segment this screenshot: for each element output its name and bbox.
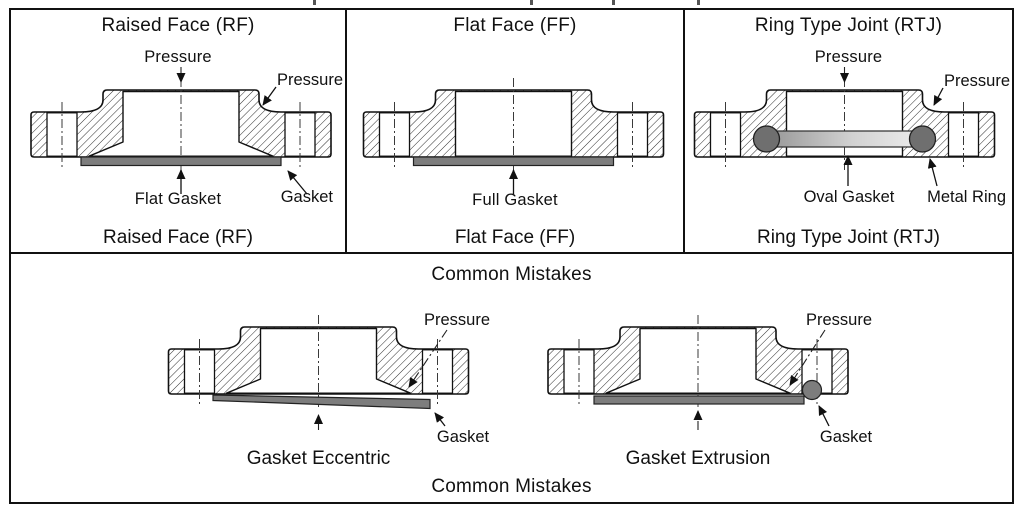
panel-divider — [683, 10, 685, 252]
descender-mark — [313, 0, 316, 5]
rf-title: Raised Face (RF) — [101, 15, 255, 36]
rtj-pressure-right-label: Pressure — [943, 72, 1010, 90]
extrusion-gasket-arrow — [818, 405, 830, 427]
common-mistakes-section: Common Mistakes Pressure Gasket Gasket E… — [11, 254, 1012, 502]
common-mistakes-title-top: Common Mistakes — [431, 264, 592, 285]
eccentric-caption: Gasket Eccentric — [246, 448, 391, 469]
eccentric-gasket-arrow — [434, 412, 446, 427]
rtj-metal-ring-bar — [755, 130, 934, 148]
outer-frame: Raised Face (RF) Pressure Pressure Flat … — [9, 8, 1014, 504]
extrusion-caption: Gasket Extrusion — [625, 448, 771, 469]
descender-mark — [530, 0, 533, 5]
section-divider — [11, 252, 1012, 254]
rtj-metal-ring-label: Metal Ring — [927, 188, 1006, 206]
rtj-pressure-right-arrow — [933, 87, 944, 106]
ff-flange-drawing — [347, 10, 683, 194]
panel-flat-face: Flat Face (FF) Full Gasket Flat Face (FF… — [347, 10, 683, 252]
rf-gasket-label: Gasket — [280, 188, 333, 206]
rf-caption: Raised Face (RF) — [103, 227, 253, 248]
ff-full-gasket-label: Full Gasket — [472, 191, 558, 209]
rtj-oval-gasket-label: Oval Gasket — [803, 188, 895, 206]
rtj-flange-drawing — [685, 67, 1012, 187]
rtj-oval-gasket-right — [908, 125, 937, 153]
rtj-pressure-top-label: Pressure — [814, 48, 883, 66]
extrusion-pressure-arrow — [789, 329, 826, 386]
ff-title: Flat Face (FF) — [453, 15, 577, 36]
panel-ring-type-joint: Ring Type Joint (RTJ) Pressure Pressure … — [685, 10, 1012, 252]
descender-mark — [697, 0, 700, 5]
rf-pressure-right-label: Pressure — [276, 71, 343, 89]
extrusion-gasket-label: Gasket — [819, 428, 873, 446]
rf-pressure-right-arrow — [262, 86, 277, 106]
panel-divider — [345, 10, 347, 252]
panel-raised-face: Raised Face (RF) Pressure Pressure Flat … — [11, 10, 345, 252]
rf-gasket-arrow — [287, 170, 308, 195]
ff-caption: Flat Face (FF) — [454, 227, 576, 248]
common-mistakes-title-bottom: Common Mistakes — [431, 476, 592, 497]
rtj-metal-ring-arrow — [927, 158, 938, 187]
eccentric-pressure-arrow — [408, 329, 448, 388]
extrusion-pressure-label: Pressure — [805, 311, 873, 329]
rtj-oval-gasket-left — [752, 125, 781, 153]
rtj-caption: Ring Type Joint (RTJ) — [756, 227, 941, 248]
extrusion-gasket — [593, 395, 805, 405]
eccentric-pressure-label: Pressure — [423, 311, 491, 329]
eccentric-gasket-label: Gasket — [436, 428, 490, 446]
mistakes-drawing — [11, 254, 1012, 430]
rtj-title: Ring Type Joint (RTJ) — [754, 15, 943, 36]
rf-pressure-top-label: Pressure — [144, 48, 212, 66]
ff-gasket — [412, 156, 615, 167]
eccentric-gasket — [212, 394, 431, 410]
rf-gasket — [80, 156, 282, 167]
descender-mark — [612, 0, 615, 5]
extrusion-gasket-blob — [801, 379, 823, 401]
face-types-row: Raised Face (RF) Pressure Pressure Flat … — [11, 10, 1012, 252]
rf-flat-gasket-label: Flat Gasket — [134, 190, 222, 208]
rf-flange-drawing — [11, 67, 345, 195]
